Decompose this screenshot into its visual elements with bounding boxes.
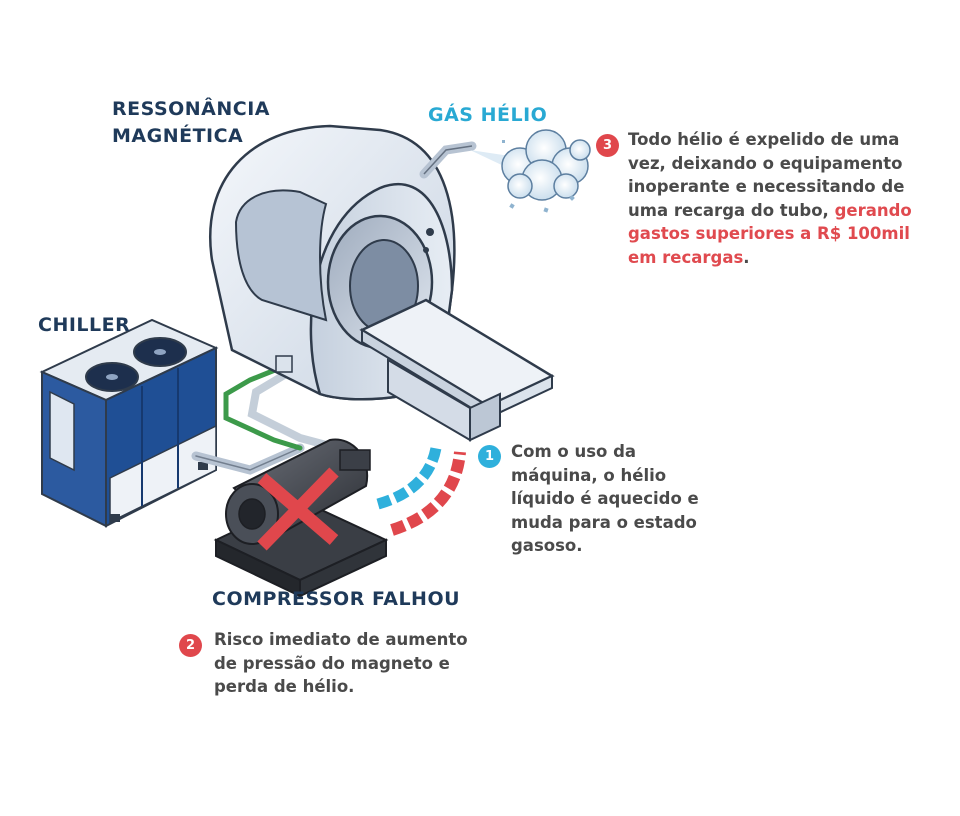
- mri-label-line1: RESSONÂNCIA: [112, 98, 271, 120]
- step-1-note: Com o uso da máquina, o hélio líquido é …: [511, 442, 699, 555]
- step-3-text: Todo hélio é expelido de uma vez, deixan…: [628, 130, 905, 220]
- chiller-unit: [39, 318, 219, 528]
- helium-vent: [419, 141, 510, 179]
- gas-particles: [502, 140, 575, 213]
- compressor: [213, 438, 389, 598]
- step-1-badge: 1: [478, 445, 501, 468]
- compressor-label: COMPRESSOR FALHOU: [212, 588, 461, 610]
- mri-label: RESSONÂNCIA MAGNÉTICA: [112, 96, 270, 150]
- mri-label-line2: MAGNÉTICA: [112, 125, 244, 147]
- patient-table: [359, 298, 555, 442]
- chiller-label: CHILLER: [38, 314, 131, 336]
- pipes: [191, 365, 334, 475]
- step-2-note: Risco imediato de aumento de pressão do …: [214, 630, 468, 696]
- helium-gas-cloud: [501, 129, 591, 201]
- step-3-badge: 3: [596, 134, 619, 157]
- step-3-tail: .: [743, 247, 750, 267]
- heat-arcs: [376, 446, 466, 536]
- failure-x-icon: [257, 467, 339, 551]
- step-2-badge: 2: [179, 634, 202, 657]
- helium-gas-label: GÁS HÉLIO: [428, 104, 548, 126]
- step-3-note: Todo hélio é expelido de uma vez, deixan…: [628, 128, 928, 269]
- step-3-highlight: gerando gastos superiores a R$ 100mil em…: [628, 200, 912, 267]
